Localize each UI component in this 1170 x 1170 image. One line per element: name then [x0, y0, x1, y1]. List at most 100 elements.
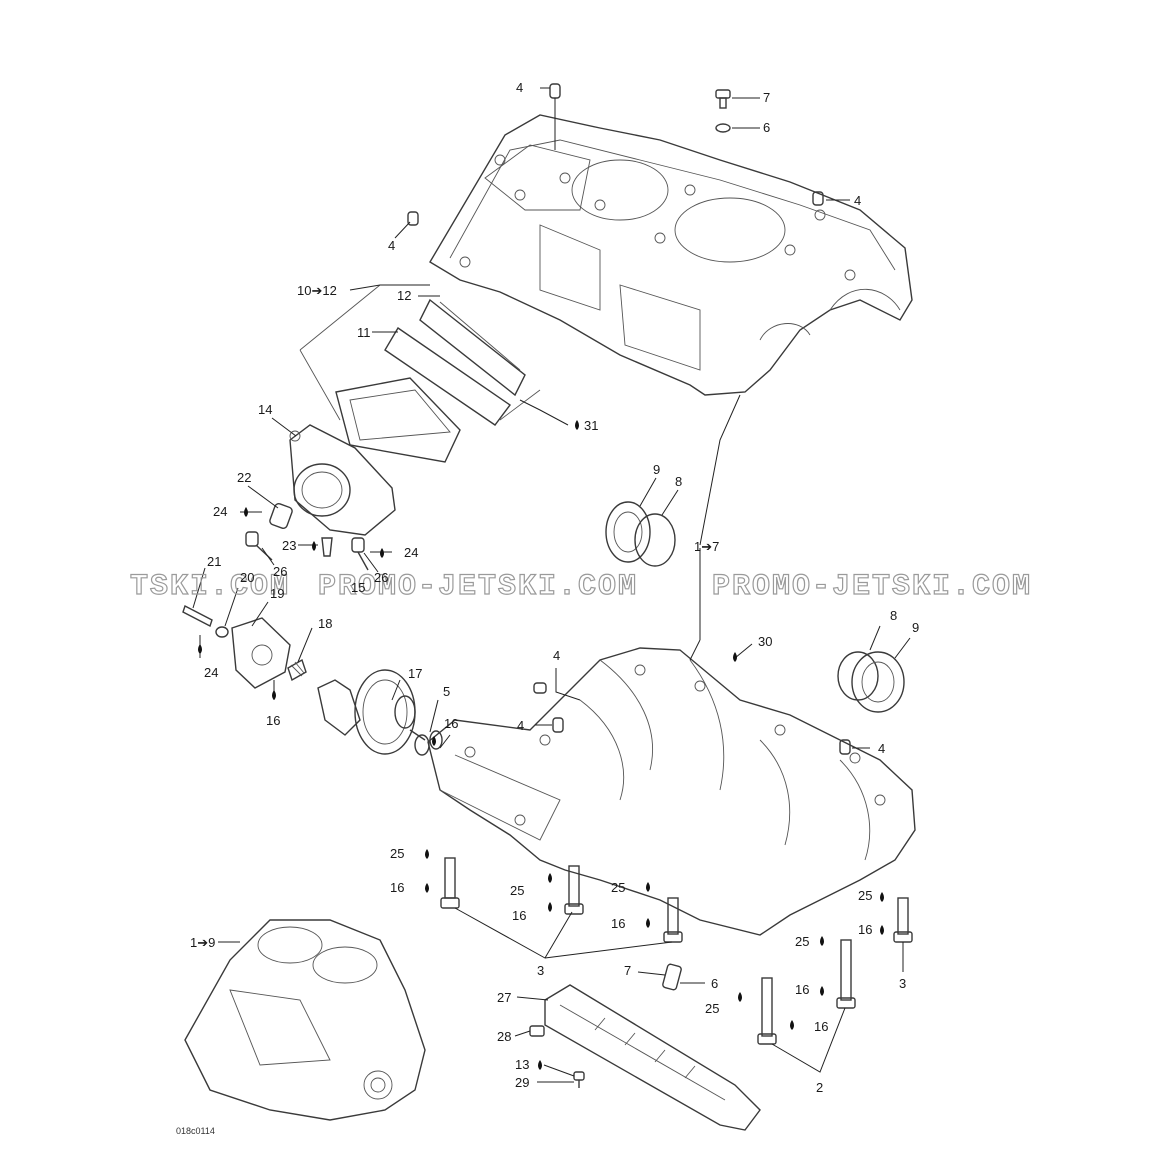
- callout: 3: [537, 963, 544, 978]
- callout: 25: [510, 883, 524, 898]
- dowel-pin-right: [812, 191, 824, 206]
- callout: 21: [207, 554, 221, 569]
- callout: 5: [443, 684, 450, 699]
- callout: 17: [408, 666, 422, 681]
- sleeve-22: [269, 503, 293, 529]
- callout: 6: [763, 120, 770, 135]
- dowel-pin-lower-b: [552, 717, 564, 733]
- callout: 19: [270, 586, 284, 601]
- callout: 13: [515, 1057, 529, 1072]
- watermark-right: PROMO-JETSKI.COM: [712, 570, 1032, 604]
- drawing-code: 018c0114: [176, 1126, 215, 1136]
- callout: 24: [204, 665, 218, 680]
- lower-crankcase: [427, 647, 916, 936]
- seal-9-top: [605, 501, 651, 563]
- callout: 6: [711, 976, 718, 991]
- crankcase-bolt-b: [564, 865, 584, 915]
- lubricant-drop-icons: [198, 420, 884, 1070]
- reed-valve-assembly: [299, 284, 541, 463]
- callout: 14: [258, 402, 272, 417]
- callout: 16: [266, 713, 280, 728]
- callout: 4: [516, 80, 523, 95]
- fitting-6-7: [662, 963, 682, 991]
- callout: 29: [515, 1075, 529, 1090]
- callout: 16: [512, 908, 526, 923]
- screw-21: [182, 605, 213, 627]
- fitting-28: [529, 1025, 545, 1037]
- callout: 18: [318, 616, 332, 631]
- callout: 2: [816, 1080, 823, 1095]
- callout: 22: [237, 470, 251, 485]
- dowel-pin-left: [407, 211, 419, 226]
- callout: 9: [912, 620, 919, 635]
- dowel-pin-lower-a: [533, 682, 547, 694]
- fitting-23: [321, 537, 333, 557]
- callout: 16: [858, 922, 872, 937]
- callout: 7: [624, 963, 631, 978]
- upper-crankcase: [429, 114, 913, 396]
- crankcase-bolt-a: [440, 857, 460, 909]
- bolt-26-left: [245, 531, 273, 561]
- callout: 1➔9: [190, 935, 215, 950]
- callout: 9: [653, 462, 660, 477]
- callout: 25: [611, 880, 625, 895]
- callout: 31: [584, 418, 598, 433]
- callout: 4: [517, 718, 524, 733]
- callout: 24: [213, 504, 227, 519]
- watermark-left: TSKI.COM: [130, 570, 290, 604]
- spring-18: [287, 658, 307, 682]
- leader-lines: [192, 87, 911, 1083]
- callout: 30: [758, 634, 772, 649]
- callout: 11: [357, 325, 371, 340]
- callout: 8: [890, 608, 897, 623]
- callout: 26: [374, 570, 388, 585]
- callout: 25: [858, 888, 872, 903]
- callout: 16: [444, 716, 458, 731]
- washer-20: [215, 626, 229, 638]
- crankcase-bolt-d: [893, 897, 913, 943]
- callout: 26: [273, 564, 287, 579]
- bolt-26-right: [351, 537, 369, 571]
- callout: 8: [675, 474, 682, 489]
- callout: 16: [795, 982, 809, 997]
- bracket-19: [231, 617, 291, 689]
- callout: 28: [497, 1029, 511, 1044]
- callout: 16: [611, 916, 625, 931]
- intake-manifold: [289, 424, 396, 536]
- callout: 25: [390, 846, 404, 861]
- callout: 25: [795, 934, 809, 949]
- cover-27: [544, 984, 761, 1131]
- callout: 4: [878, 741, 885, 756]
- callout: 24: [404, 545, 418, 560]
- dowel-pin-lower-c: [839, 739, 851, 755]
- crankcase-bolt-f: [757, 977, 777, 1045]
- callout: 10➔12: [297, 283, 337, 298]
- engine-inset: [184, 919, 426, 1121]
- callout: 16: [390, 880, 404, 895]
- screw-top: [715, 89, 731, 133]
- crankcase-bolt-c: [663, 897, 683, 943]
- callout: 20: [240, 570, 254, 585]
- watermark: TSKI.COM PROMO-JETSKI.COM PROMO-JETSKI.C…: [129, 569, 1032, 604]
- callout-labels: 4 7 6 4 4 10➔12 12 11 31 14 22 24 23 24 …: [190, 80, 919, 1095]
- callout: 12: [397, 288, 411, 303]
- callout: 4: [388, 238, 395, 253]
- callout: 25: [705, 1001, 719, 1016]
- callout: 7: [763, 90, 770, 105]
- callout: 27: [497, 990, 511, 1005]
- callout: 23: [282, 538, 296, 553]
- ring-8-right: [837, 651, 879, 701]
- dowel-pin-top: [549, 83, 561, 99]
- callout: 3: [899, 976, 906, 991]
- seal-9-right: [851, 651, 905, 713]
- callout: 1➔7: [694, 539, 719, 554]
- callout: 4: [553, 648, 560, 663]
- callout: 4: [854, 193, 861, 208]
- callout: 16: [814, 1019, 828, 1034]
- gear-assembly-17: [317, 669, 426, 755]
- watermark-center: PROMO-JETSKI.COM: [318, 570, 638, 604]
- ring-8-top: [634, 513, 676, 567]
- crankcase-bolt-e: [836, 939, 856, 1009]
- callout: 15: [351, 580, 365, 595]
